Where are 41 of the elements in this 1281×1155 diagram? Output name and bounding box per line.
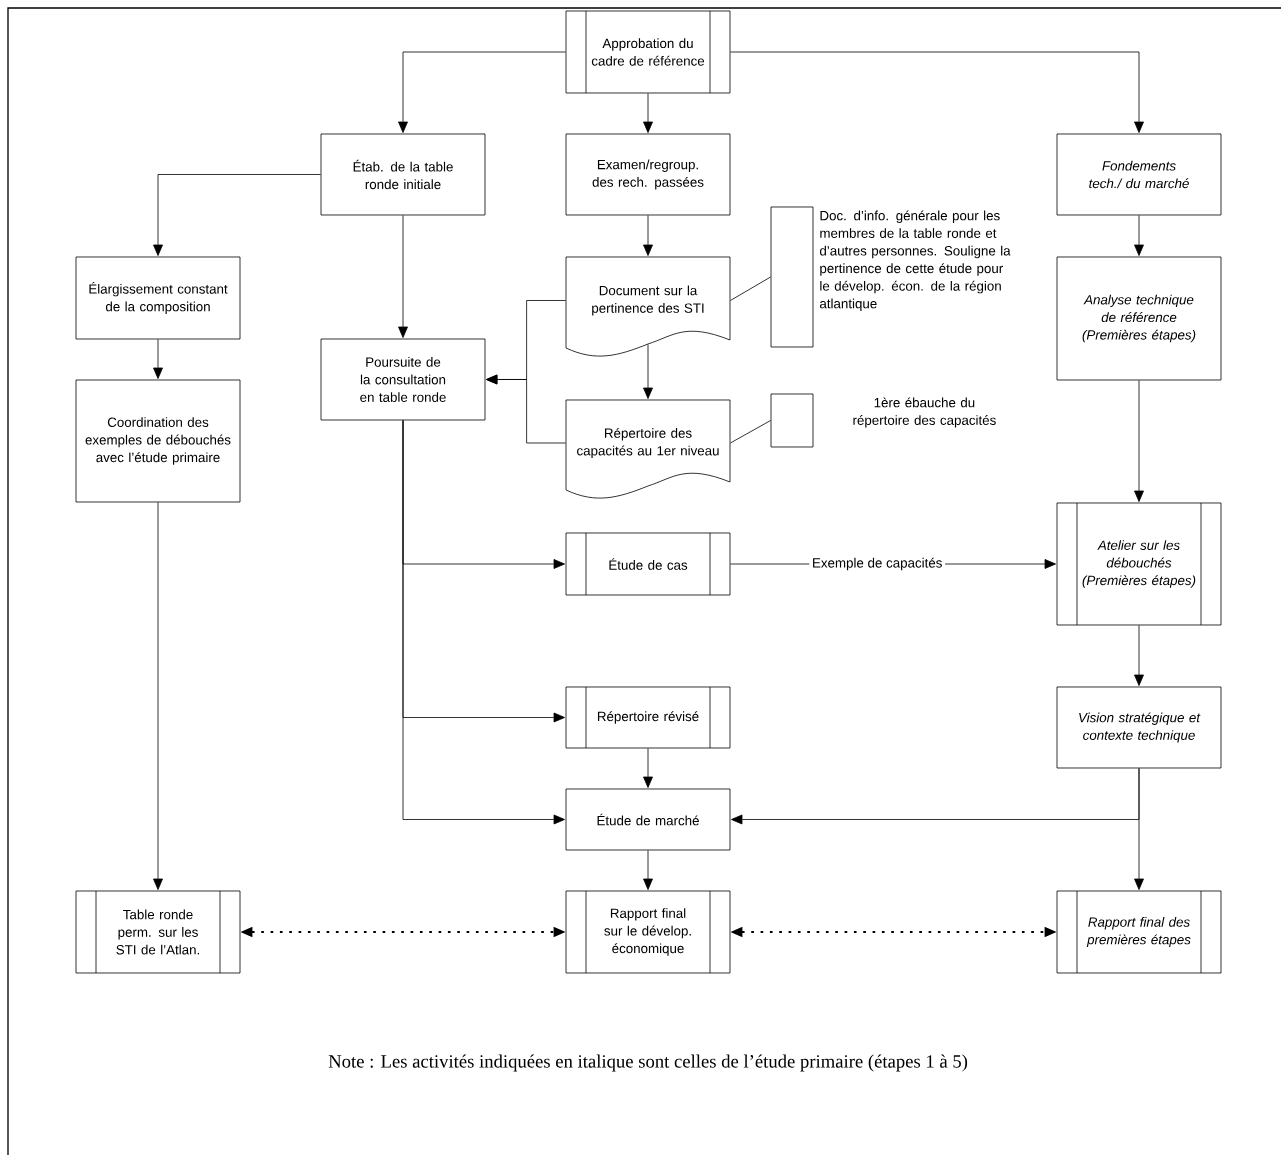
arrow [643, 344, 653, 399]
arrow [153, 339, 163, 379]
node-label: 1ère ébauche du répertoire des capacités [853, 397, 996, 428]
annotation: 1ère ébauche du répertoire des capacités [770, 393, 996, 448]
leader-line [730, 276, 771, 301]
process-box: Élargissement constant de la composition [75, 256, 241, 340]
arrow [643, 93, 653, 133]
predefined-process-box: Table ronde perm. sur les STI de l’Atlan. [75, 890, 241, 974]
predefined-process-box: Approbation du cadre de référence [565, 10, 731, 94]
arrow [643, 748, 653, 788]
predefined-process-box: Étude de cas [565, 532, 731, 596]
predefined-process-box: Rapport final sur le dévelop. économique [565, 890, 731, 974]
process-box: Vision stratégique et contexte technique [1056, 686, 1222, 769]
arrow [730, 51, 1144, 133]
caption: Note : Les activités indiquées en italique sont celles de l’étude primaire (étapes 1 à 5) [328, 1054, 968, 1072]
process-box: Coordination des exemples de débouchés avec l’étude primaire [75, 379, 241, 503]
process-box: Étab. de la table ronde initiale [320, 133, 486, 216]
annotation: Doc. d’info. générale pour les membres de la table ronde et d’autres personnes. Souligne la pertinence de cette étude pour le dévelop. écon. de la région atlantique [770, 206, 1011, 348]
arrow [1134, 380, 1144, 502]
arrow [1134, 625, 1144, 686]
process-box: Fondements tech./ du marché [1056, 133, 1222, 216]
predefined-process-box: Répertoire révisé [565, 686, 731, 749]
arrow [402, 420, 565, 825]
arrow [153, 174, 321, 256]
process-box: Étude de marché [565, 788, 731, 851]
process-box: Analyse technique de référence (Premières étapes) [1056, 256, 1222, 381]
arrow [398, 215, 408, 338]
leader-line [730, 420, 771, 444]
process-box: Examen/regroup. des rech. passées [565, 133, 731, 216]
predefined-process-box: Rapport final des premières étapes [1056, 890, 1222, 974]
process-box: Poursuite de la consultation en table ronde [320, 338, 486, 421]
arrow [1134, 768, 1144, 890]
predefined-process-box: Atelier sur les débouchés (Premières étapes) [1056, 502, 1222, 626]
arrow [486, 374, 566, 444]
arrow [153, 502, 163, 890]
arrow [1134, 215, 1144, 256]
edge-label: Exemple de capacités [809, 555, 946, 573]
arrow [643, 850, 653, 890]
node-label: Doc. d’info. générale pour les membres de la table ronde et d’autres personnes. Souligne la pertinence de cette étude pour le dévelop. écon. de la région atlantique [819, 210, 1011, 311]
arrow [398, 51, 566, 133]
arrow [643, 215, 653, 256]
